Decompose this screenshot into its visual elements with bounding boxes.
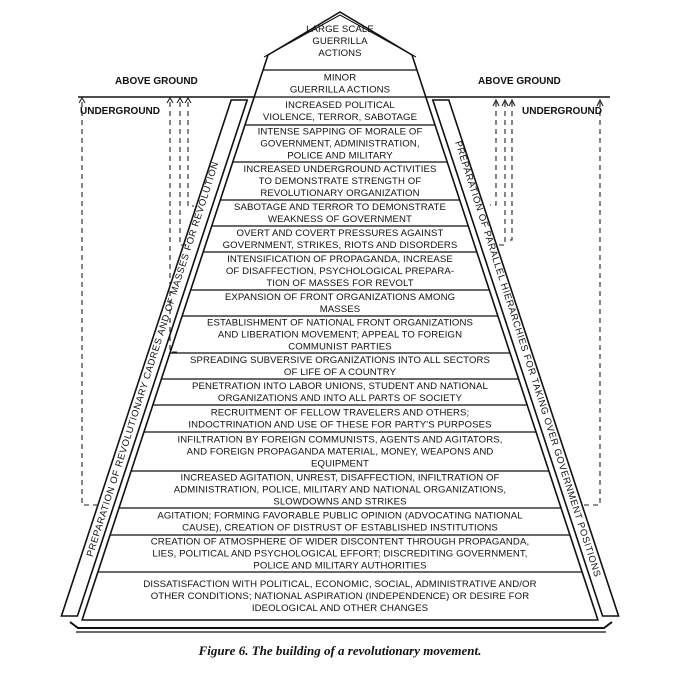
dashed-connector [582, 102, 601, 506]
arrow-up-icon [508, 98, 516, 107]
layer-text-line: INTENSIFICATION OF PROPAGANDA, INCREASE [227, 254, 453, 265]
dashed-connector [496, 102, 506, 246]
layer-text-line: COMMUNIST PARTIES [288, 342, 392, 353]
layer-text-line: PENETRATION INTO LABOR UNIONS, STUDENT A… [192, 381, 489, 392]
layer-text-line: SLOWDOWNS AND STRIKES [273, 497, 406, 508]
layer-text-line: INFILTRATION BY FOREIGN COMMUNISTS, AGEN… [178, 435, 503, 446]
layer-text-line: MINOR [324, 73, 356, 84]
layer-text-line: GUERRILLA [312, 36, 368, 47]
dashed-connector [506, 102, 513, 241]
layer-text-line: EQUIPMENT [311, 459, 369, 470]
layer-text-line: POLICE AND MILITARY AUTHORITIES [253, 561, 426, 572]
arrow-up-icon [166, 96, 174, 104]
pyramid-layer: OVERT AND COVERT PRESSURES AGAINSTGOVERN… [211, 225, 469, 251]
layer-text-line: ESTABLISHMENT OF NATIONAL FRONT ORGANIZA… [207, 318, 473, 329]
layer-text-line: IDEOLOGICAL AND OTHER CHANGES [252, 603, 428, 614]
pyramid-layer: PENETRATION INTO LABOR UNIONS, STUDENT A… [161, 378, 519, 404]
arrow-up-icon [176, 96, 184, 104]
layer-text-line: WEAKNESS OF GOVERNMENT [268, 214, 412, 225]
left-band [60, 99, 249, 617]
layer-text-line: DISSATISFACTION WITH POLITICAL, ECONOMIC… [143, 579, 536, 590]
layer-text-line: TO DEMONSTRATE STRENGTH OF [259, 176, 422, 187]
pyramid-layer: CREATION OF ATMOSPHERE OF WIDER DISCONTE… [110, 534, 570, 572]
layer-text-line: GUERRILLA ACTIONS [290, 85, 390, 96]
layer-text-line: INDOCTRINATION AND USE OF THESE FOR PART… [188, 420, 491, 431]
above-ground-left-label: ABOVE GROUND [115, 76, 198, 87]
layer-text-line: AGITATION; FORMING FAVORABLE PUBLIC OPIN… [157, 511, 523, 522]
layer-text-line: MASSES [320, 304, 361, 315]
pyramid-layer: DISSATISFACTION WITH POLITICAL, ECONOMIC… [97, 571, 583, 614]
pyramid-layer: INCREASED AGITATION, UNREST, DISAFFECTIO… [131, 470, 549, 508]
pyramid-layers: LARGE SCALEGUERRILLAACTIONSMINORGUERRILL… [97, 24, 583, 614]
arrow-up-icon [78, 96, 86, 104]
layer-text-line: AND FOREIGN PROPAGANDA MATERIAL, MONEY, … [187, 447, 494, 458]
layer-text-line: EXPANSION OF FRONT ORGANIZATIONS AMONG [225, 292, 455, 303]
dashed-connector [169, 102, 178, 353]
underground-left-label: UNDERGROUND [80, 106, 160, 117]
layer-text-line: TION OF MASSES FOR REVOLT [266, 278, 413, 289]
layer-text-line: LIES, POLITICAL AND PSYCHOLOGICAL EFFORT… [152, 549, 527, 560]
layer-text-line: GOVERNMENT, STRIKES, RIOTS AND DISORDERS [223, 240, 458, 251]
pyramid-layer: RECRUITMENT OF FELLOW TRAVELERS AND OTHE… [152, 404, 528, 431]
layer-text-line: INCREASED UNDERGROUND ACTIVITIES [244, 164, 437, 175]
layer-text-line: RECRUITMENT OF FELLOW TRAVELERS AND OTHE… [211, 408, 470, 419]
layer-text-line: OVERT AND COVERT PRESSURES AGAINST [237, 228, 444, 239]
pyramid-layer: ESTABLISHMENT OF NATIONAL FRONT ORGANIZA… [182, 315, 498, 353]
layer-text-line: CREATION OF ATMOSPHERE OF WIDER DISCONTE… [151, 537, 529, 548]
above-ground-right-label: ABOVE GROUND [478, 76, 561, 87]
layer-text-line: INCREASED AGITATION, UNREST, DISAFFECTIO… [180, 473, 499, 484]
pyramid-layer: EXPANSION OF FRONT ORGANIZATIONS AMONGMA… [190, 289, 490, 315]
layer-text-line: VIOLENCE, TERROR, SABOTAGE [263, 112, 417, 123]
layer-text-line: LARGE SCALE [306, 24, 374, 35]
arrow-up-icon [501, 98, 509, 107]
layer-text-line: POLICE AND MILITARY [287, 151, 393, 162]
underground-dashed-connectors [78, 96, 604, 506]
layer-text-line: INTENSE SAPPING OF MORALE OF [258, 127, 423, 138]
layer-text-line: ORGANIZATIONS AND INTO ALL PARTS OF SOCI… [218, 393, 463, 404]
layer-text-line: SABOTAGE AND TERROR TO DEMONSTRATE [234, 202, 446, 213]
pyramid-layer: AGITATION; FORMING FAVORABLE PUBLIC OPIN… [118, 507, 562, 534]
arrow-up-icon [184, 96, 192, 104]
underground-right-label: UNDERGROUND [522, 106, 602, 117]
layer-text-line: GOVERNMENT, ADMINISTRATION, [260, 139, 419, 150]
layer-text-line: SPREADING SUBVERSIVE ORGANIZATIONS INTO … [190, 355, 490, 366]
layer-text-line: ACTIONS [318, 48, 361, 59]
layer-text-line: OTHER CONDITIONS; NATIONAL ASPIRATION (I… [151, 591, 529, 602]
arrow-up-icon [596, 98, 604, 107]
layer-text-line: ADMINISTRATION, POLICE, MILITARY AND NAT… [174, 485, 506, 496]
pyramid-layer: INFILTRATION BY FOREIGN COMMUNISTS, AGEN… [143, 431, 537, 470]
layer-text-line: OF DISAFFECTION, PSYCHOLOGICAL PREPARA- [226, 266, 454, 277]
layer-text-line: REVOLUTIONARY ORGANIZATION [260, 188, 419, 199]
arrow-up-icon [492, 98, 500, 107]
dashed-connector [490, 102, 497, 206]
right-band [431, 99, 620, 617]
layer-text-line: AND LIBERATION MOVEMENT; APPEAL TO FOREI… [218, 330, 462, 341]
dashed-connector [187, 102, 194, 207]
pyramid-layer: SPREADING SUBVERSIVE ORGANIZATIONS INTO … [169, 352, 511, 378]
pyramid-layer: INTENSIFICATION OF PROPAGANDA, INCREASEO… [203, 251, 477, 289]
layer-text-line: INCREASED POLITICAL [285, 100, 395, 111]
pyramid-layer: SABOTAGE AND TERROR TO DEMONSTRATEWEAKNE… [220, 199, 460, 225]
dashed-connector [179, 102, 187, 246]
pyramid-layer: INTENSE SAPPING OF MORALE OFGOVERNMENT, … [244, 124, 436, 162]
roof-edge [263, 14, 417, 58]
layer-text-line: OF LIFE OF A COUNTRY [284, 367, 397, 378]
layer-text-line: CAUSE), CREATION OF DISTRUST OF ESTABLIS… [182, 523, 498, 534]
dashed-connector [81, 102, 100, 506]
base-platform [69, 621, 613, 629]
figure-caption: Figure 6. The building of a revolutionar… [198, 643, 482, 658]
